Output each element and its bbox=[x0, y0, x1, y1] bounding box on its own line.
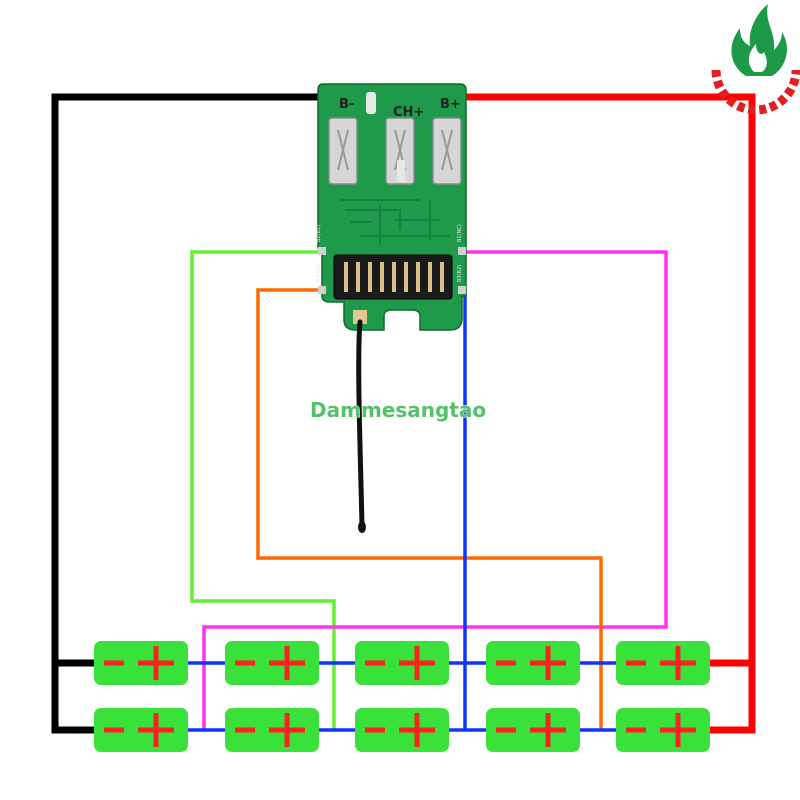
thermistor-lead bbox=[356, 319, 365, 528]
battery-cell bbox=[355, 641, 449, 685]
thermistor-pad bbox=[353, 310, 367, 324]
cell-minus-sign bbox=[496, 660, 516, 666]
wires bbox=[51, 93, 756, 734]
cell-plus-sign-vertical bbox=[414, 646, 420, 680]
pad-b2 bbox=[318, 247, 326, 255]
negative-wire bbox=[51, 93, 336, 734]
flame-icon bbox=[731, 4, 787, 76]
cell-plus-sign-vertical bbox=[675, 646, 681, 680]
positive-wire bbox=[446, 93, 756, 734]
bms-board: B- CH+ B+ B2(B1) B1(NC) B4(B3) B3(B2) bbox=[316, 83, 467, 331]
pad-b1 bbox=[458, 247, 466, 255]
cell-minus-sign bbox=[365, 660, 385, 666]
battery-cell bbox=[225, 641, 319, 685]
pad-b4 bbox=[318, 286, 326, 294]
battery-cell bbox=[486, 641, 580, 685]
cell-plus-sign-vertical bbox=[153, 713, 159, 747]
balance-wire-orange bbox=[256, 288, 603, 730]
cell-minus-sign bbox=[235, 660, 255, 666]
terminal-label-pos: B+ bbox=[440, 97, 461, 112]
battery-cell bbox=[225, 708, 319, 752]
cell-minus-sign bbox=[626, 727, 646, 733]
battery-cell bbox=[616, 641, 710, 685]
thermistor bbox=[353, 310, 367, 533]
small-slot bbox=[397, 160, 405, 182]
terminal-label-neg: B- bbox=[339, 97, 354, 112]
cell-minus-sign bbox=[235, 727, 255, 733]
cell-plus-sign-vertical bbox=[545, 646, 551, 680]
pad-label-3: B3(B2) bbox=[457, 265, 463, 282]
cell-plus-sign-vertical bbox=[675, 713, 681, 747]
cell-minus-sign bbox=[626, 660, 646, 666]
battery-cell bbox=[94, 708, 188, 752]
cell-minus-sign bbox=[496, 727, 516, 733]
cell-plus-sign-vertical bbox=[153, 646, 159, 680]
cell-plus-sign-vertical bbox=[545, 713, 551, 747]
battery-cell bbox=[486, 708, 580, 752]
cell-minus-sign bbox=[365, 727, 385, 733]
cell-plus-sign-vertical bbox=[284, 713, 290, 747]
gear-icon bbox=[711, 69, 800, 115]
connector-pins bbox=[344, 262, 444, 292]
flame-inner-icon bbox=[748, 44, 767, 72]
battery-cells bbox=[94, 641, 710, 752]
watermark: Dammesangtao bbox=[310, 398, 486, 422]
terminal-label-ch: CH+ bbox=[393, 105, 424, 120]
battery-cell bbox=[355, 708, 449, 752]
cell-minus-sign bbox=[104, 727, 124, 733]
battery-cell bbox=[616, 708, 710, 752]
pcb-traces bbox=[340, 199, 450, 245]
cell-plus-sign-vertical bbox=[414, 713, 420, 747]
flame-gear-logo bbox=[711, 4, 800, 115]
balance-wire-green bbox=[190, 250, 336, 730]
cell-plus-sign-vertical bbox=[284, 646, 290, 680]
battery-cell bbox=[94, 641, 188, 685]
terminal-shapes bbox=[337, 129, 453, 171]
pad-b3 bbox=[458, 286, 466, 294]
pad-label-1: B1(NC) bbox=[457, 224, 463, 242]
thermistor-bead bbox=[358, 521, 366, 533]
terminal-slot bbox=[366, 92, 376, 114]
cell-minus-sign bbox=[104, 660, 124, 666]
pad-label-2: B4(B3) bbox=[316, 265, 322, 282]
pad-label-0: B2(B1) bbox=[316, 225, 322, 242]
